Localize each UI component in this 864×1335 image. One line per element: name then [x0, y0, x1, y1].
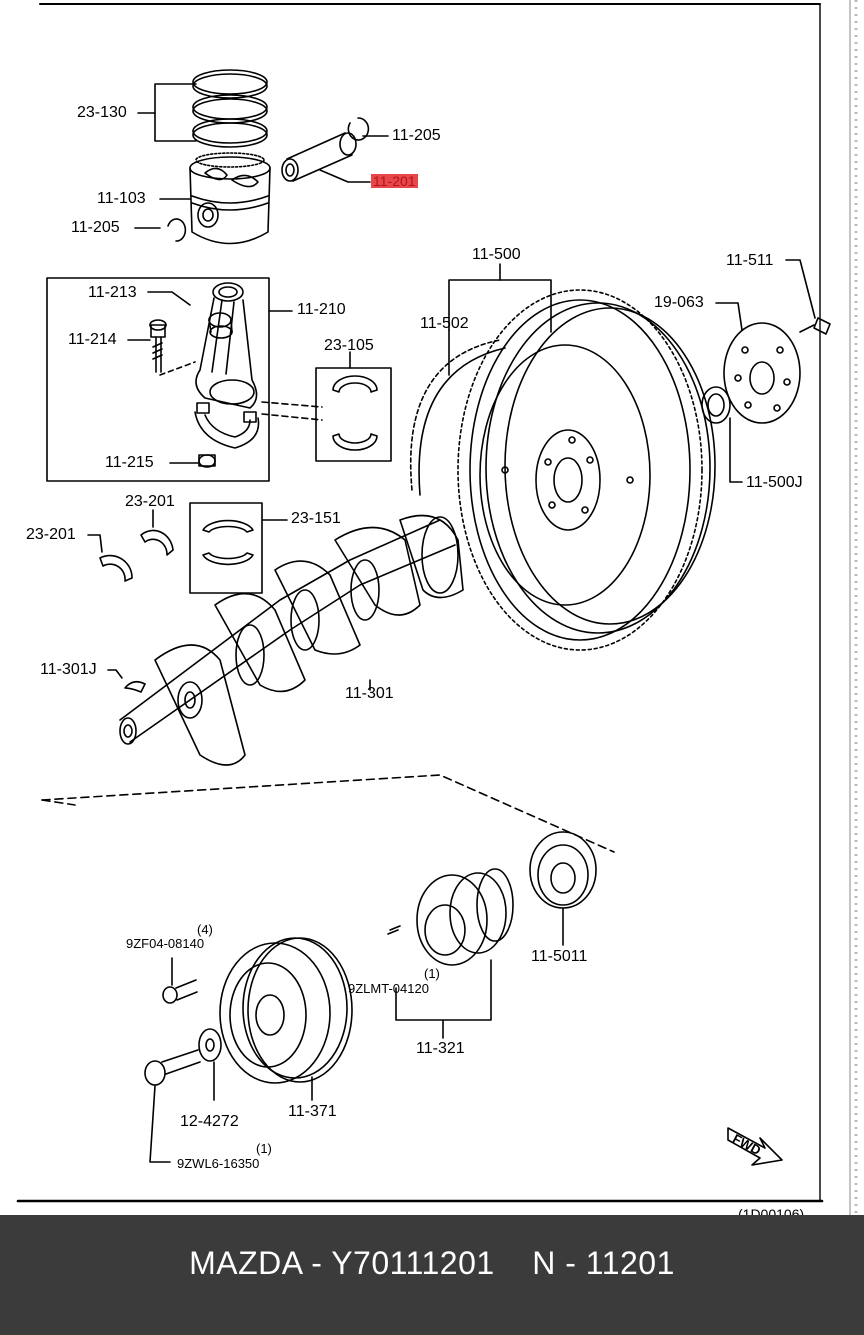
crankshaft: [107, 514, 464, 766]
crank-sprocket: [387, 868, 514, 1039]
connecting-rod-group: [46, 277, 323, 482]
label-11-321: 11-321: [416, 1040, 465, 1057]
label-11-301J: 11-301J: [40, 661, 97, 678]
label-11-210: 11-210: [297, 301, 346, 318]
thrust-washers: [87, 509, 174, 582]
label-11-201-highlighted[interactable]: 11-201: [371, 173, 418, 189]
oil-seal-front: [529, 831, 597, 946]
label-11-500J: 11-500J: [746, 474, 803, 491]
label-qty-1a: (1): [424, 966, 440, 981]
piston: [159, 152, 271, 245]
conrod-bearing: [315, 351, 392, 462]
label-19-063: 19-063: [654, 294, 704, 311]
label-23-105: 23-105: [324, 337, 374, 354]
main-bearing: [189, 502, 288, 594]
label-11-214: 11-214: [68, 331, 117, 348]
label-9ZF04-08140: 9ZF04-08140: [126, 936, 205, 951]
piston-rings: [137, 69, 268, 148]
flywheel: [409, 263, 716, 651]
bolt-9zf04: [162, 957, 198, 1004]
label-9ZWL6-16350: 9ZWL6-16350: [177, 1156, 260, 1171]
crank-pulley: [219, 937, 353, 1101]
label-11-301: 11-301: [345, 685, 394, 702]
piston-pin: [281, 132, 371, 183]
label-11-5011: 11-5011: [531, 948, 588, 965]
label-9ZLMT-04120: 9ZLMT-04120: [348, 981, 429, 996]
fwd-arrow: [727, 1127, 783, 1166]
label-11-205-top: 11-205: [392, 127, 441, 144]
piston-pin-clip-left: [134, 218, 187, 242]
label-23-201-top: 23-201: [125, 493, 175, 510]
label-11-500: 11-500: [472, 246, 521, 263]
label-11-213: 11-213: [88, 284, 137, 301]
piston-pin-clip-top: [347, 117, 389, 141]
label-23-151: 23-151: [291, 510, 341, 527]
part-number-caption: MAZDA - Y70111201 N - 11201: [189, 1245, 675, 1281]
parts-diagram: [16, 3, 831, 1203]
label-11-371: 11-371: [288, 1103, 337, 1120]
label-23-201-left: 23-201: [26, 526, 76, 543]
scan-edge: [849, 0, 858, 1215]
label-11-215: 11-215: [105, 454, 154, 471]
label-qty-1b: (1): [256, 1141, 272, 1156]
flex-plate: [715, 259, 831, 424]
label-11-502: 11-502: [420, 315, 469, 332]
label-11-205-left: 11-205: [71, 219, 120, 236]
label-11-103: 11-103: [97, 190, 146, 207]
oil-seal: [701, 386, 743, 483]
label-12-4272: 12-4272: [180, 1113, 239, 1130]
washer-12-4272: [198, 1028, 222, 1101]
label-23-130: 23-130: [77, 104, 127, 121]
label-11-511: 11-511: [726, 252, 774, 269]
bolt-9zwl6: [144, 1049, 201, 1163]
label-qty-4: (4): [197, 922, 213, 937]
footer-bar: MAZDA - Y70111201 N - 11201: [0, 1215, 864, 1335]
